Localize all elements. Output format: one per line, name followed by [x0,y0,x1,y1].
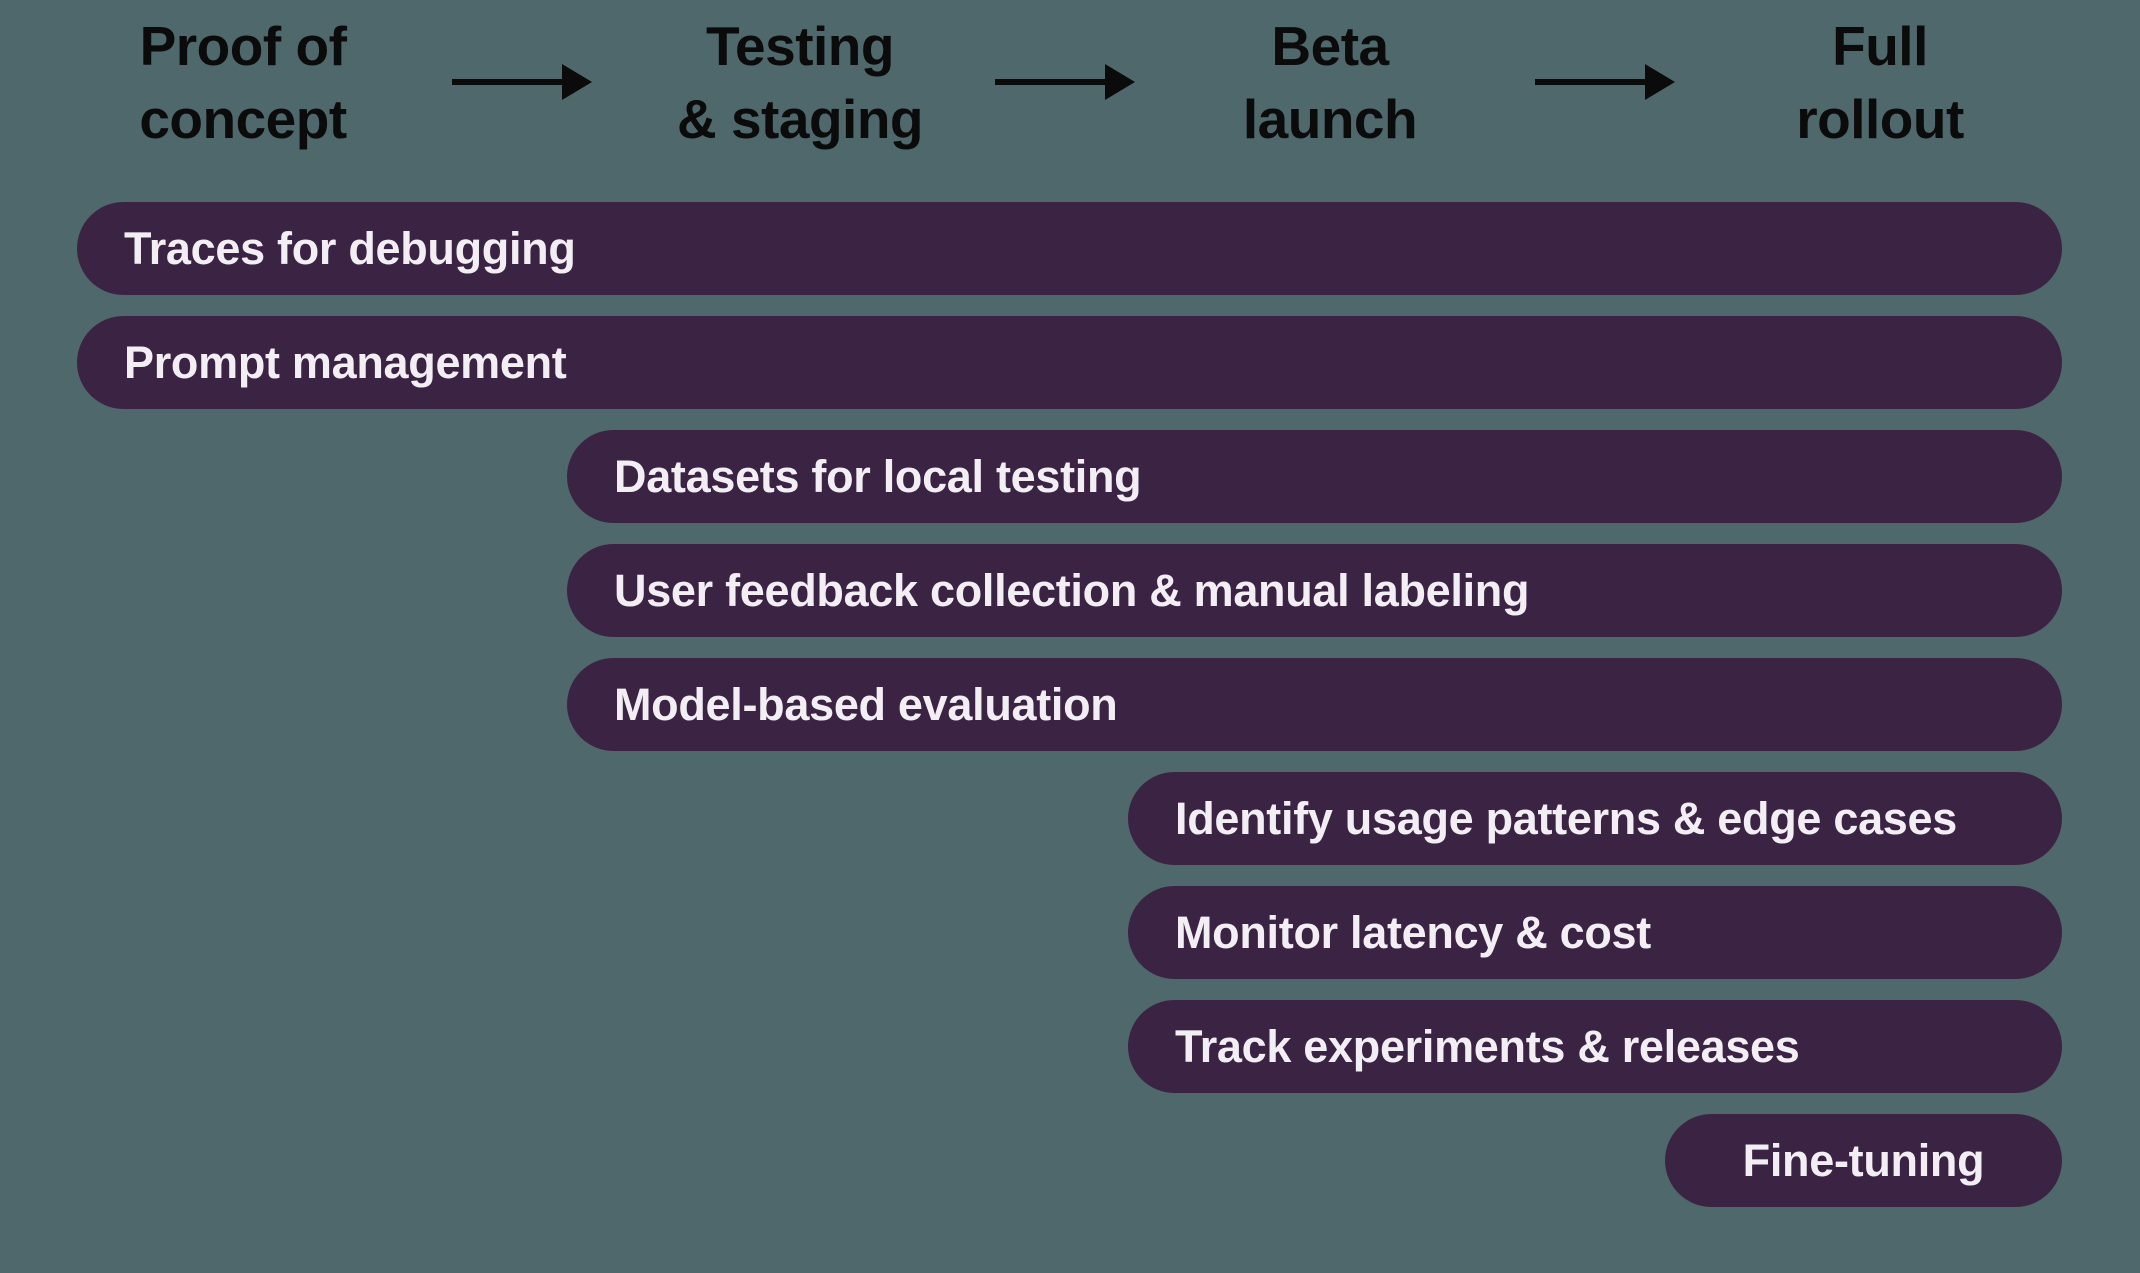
arrow-right-icon [451,60,592,104]
phase-label-proof-of-concept: Proof of concept [13,10,473,156]
phase-label-line: & staging [676,88,924,150]
feature-bar-label: Model-based evaluation [614,678,1118,730]
phase-label-line: Testing [706,15,894,77]
phase-label-line: concept [139,88,347,150]
feature-bar-datasets-for-local-testing: Datasets for local testing [567,430,2062,523]
phase-label-testing-staging: Testing & staging [570,10,1030,156]
feature-bar-monitor-latency-cost: Monitor latency & cost [1128,886,2062,979]
phase-label-line: rollout [1796,88,1964,150]
feature-bar-label: Monitor latency & cost [1175,906,1651,958]
feature-bar-prompt-management: Prompt management [77,316,2062,409]
phase-label-line: Full [1832,15,1928,77]
feature-bar-label: Traces for debugging [124,222,576,274]
arrow-right-icon [1535,60,1675,104]
feature-bar-user-feedback-collection-manual-labeling: User feedback collection & manual labeli… [567,544,2062,637]
feature-bar-identify-usage-patterns-edge-cases: Identify usage patterns & edge cases [1128,772,2062,865]
feature-bar-model-based-evaluation: Model-based evaluation [567,658,2062,751]
feature-bar-label: Prompt management [124,336,567,388]
feature-bar-label: Track experiments & releases [1175,1020,1800,1072]
feature-bar-label: Datasets for local testing [614,450,1142,502]
arrow-right-icon [995,60,1135,104]
feature-bar-label: Fine-tuning [1742,1134,1985,1186]
phase-label-line: Proof of [139,15,347,77]
feature-bar-traces-for-debugging: Traces for debugging [77,202,2062,295]
feature-bar-fine-tuning: Fine-tuning [1665,1114,2062,1207]
phase-label-line: launch [1242,88,1418,150]
feature-bar-track-experiments-releases: Track experiments & releases [1128,1000,2062,1093]
phase-label-full-rollout: Full rollout [1650,10,2110,156]
feature-bar-label: User feedback collection & manual labeli… [614,564,1530,616]
phase-label-line: Beta [1271,15,1389,77]
feature-bar-label: Identify usage patterns & edge cases [1175,792,1957,844]
phase-label-beta-launch: Beta launch [1100,10,1560,156]
